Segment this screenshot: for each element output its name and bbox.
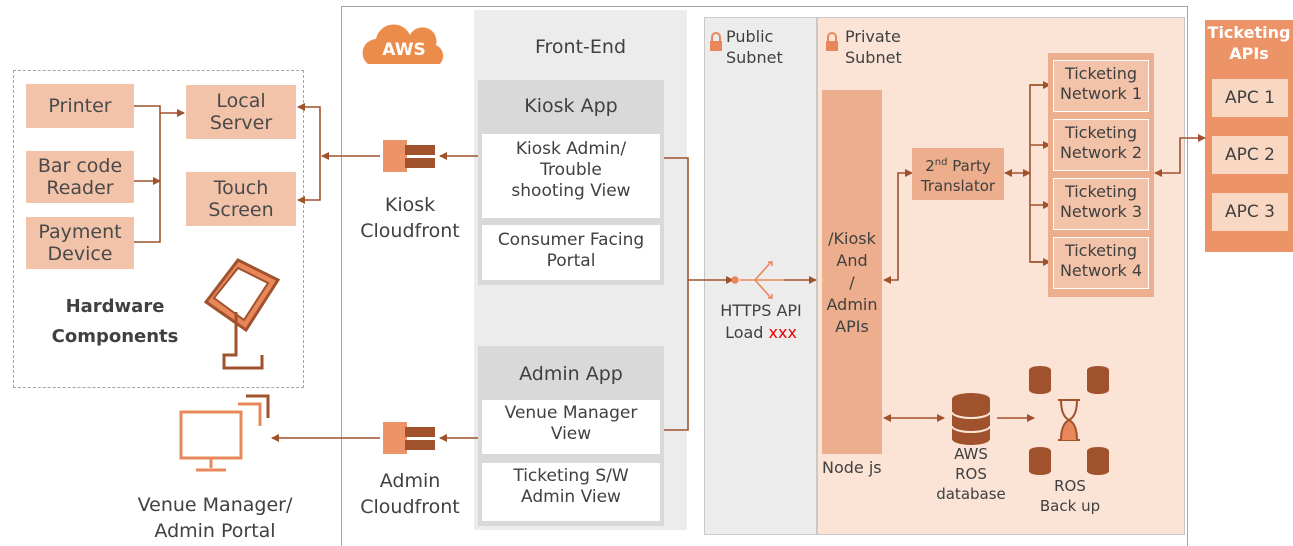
admin-cloudfront-label: Admin Cloudfront <box>360 470 460 518</box>
load-balancer-line2: Load xxx <box>725 323 797 342</box>
kiosk-cloudfront-label: Kiosk Cloudfront <box>360 194 460 242</box>
api-column <box>822 90 882 454</box>
ticketing-network-4: Ticketing Network 4 <box>1053 237 1149 289</box>
ticketing-network-1: Ticketing Network 1 <box>1053 60 1149 112</box>
load-balancer-suffix: xxx <box>768 323 797 342</box>
aws-cloud-boundary <box>341 6 1188 546</box>
ticketing-network-3: Ticketing Network 3 <box>1053 178 1149 230</box>
private-subnet-label: Private Subnet <box>845 27 902 67</box>
local-server-box: Local Server <box>186 85 296 139</box>
apc-1-box: APC 1 <box>1212 79 1288 117</box>
printer-box: Printer <box>26 84 134 128</box>
hardware-components-label: Hardware Components <box>51 296 179 347</box>
admin-app-title: Admin App <box>519 363 623 385</box>
lock-icon-private <box>826 32 838 51</box>
venue-manager-view-box: Venue Manager View <box>482 400 660 454</box>
hardware-group <box>13 70 304 388</box>
aws-logo-text: AWS <box>382 40 426 60</box>
monitor-icon <box>179 394 270 472</box>
public-subnet-panel <box>704 17 817 535</box>
apc-2-box: APC 2 <box>1212 136 1288 174</box>
admin-cloudfront-icon <box>383 422 435 454</box>
hourglass-icon <box>1058 399 1080 441</box>
frontend-title: Front-End <box>534 36 627 58</box>
apc-3-box: APC 3 <box>1212 193 1288 231</box>
nodejs-label: Node js <box>822 458 882 477</box>
kiosk-app-title: Kiosk App <box>524 95 618 117</box>
kiosk-cloudfront-icon <box>383 140 435 172</box>
ticketing-network-2: Ticketing Network 2 <box>1053 119 1149 171</box>
backup-db-icons <box>1029 366 1109 475</box>
touch-screen-box: Touch Screen <box>186 172 296 226</box>
public-subnet-label: Public Subnet <box>726 27 783 67</box>
payment-device-box: Payment Device <box>26 217 134 269</box>
load-balancer-label: HTTPS API Load xxx <box>707 300 815 344</box>
kiosk-admin-view-box: Kiosk Admin/ Trouble shooting View <box>482 134 660 218</box>
barcode-reader-box: Bar code Reader <box>26 151 134 203</box>
aws-database-icon <box>951 393 991 445</box>
backup-label: ROS Back up <box>1039 477 1101 515</box>
ticketing-admin-view-box: Ticketing S/W Admin View <box>482 463 660 521</box>
load-balancer-line1: HTTPS API <box>720 301 802 320</box>
lock-icon-public <box>710 32 722 51</box>
aws-database-label: AWS ROS database <box>936 445 1006 503</box>
ticketing-apis-title: Ticketing APIs <box>1207 23 1291 63</box>
load-balancer-icon <box>731 261 784 299</box>
api-label: /Kiosk And / Admin APIs <box>826 229 878 336</box>
hardware-bracket-line <box>134 105 161 243</box>
kiosk-terminal-icon <box>203 258 281 370</box>
consumer-portal-box: Consumer Facing Portal <box>482 225 660 280</box>
venue-manager-label: Venue Manager/ Admin Portal <box>137 494 293 542</box>
aws-logo-icon <box>362 24 444 64</box>
